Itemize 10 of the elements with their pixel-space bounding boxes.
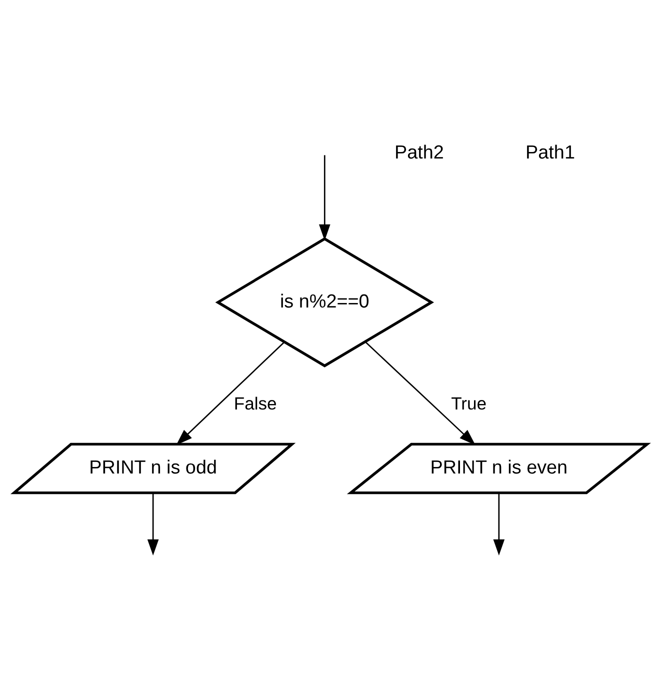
arrow bbox=[147, 493, 159, 556]
arrow bbox=[365, 342, 476, 446]
label: Path2 bbox=[394, 142, 444, 164]
arrow bbox=[318, 155, 330, 241]
edge-label: True bbox=[451, 394, 487, 414]
label: Path1 bbox=[526, 142, 575, 164]
arrow bbox=[176, 342, 285, 446]
arrow bbox=[493, 493, 505, 556]
edge-label: False bbox=[234, 394, 277, 414]
node-diamond: is n%2==0 bbox=[215, 237, 434, 368]
